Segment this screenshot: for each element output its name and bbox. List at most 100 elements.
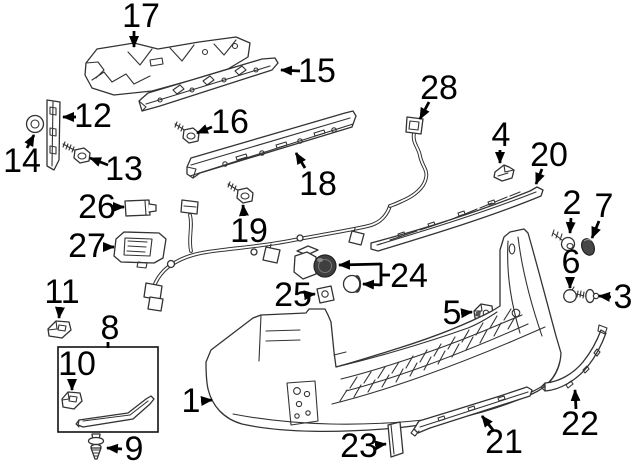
callout-26-label: 26 bbox=[78, 188, 116, 226]
callout-3-label: 3 bbox=[614, 278, 633, 316]
callout-26: 26 bbox=[78, 188, 125, 226]
harness-connector bbox=[348, 230, 365, 246]
callout-5-label: 5 bbox=[443, 294, 462, 332]
callout-4: 4 bbox=[492, 116, 511, 164]
part-17-energy-absorber bbox=[84, 36, 251, 96]
part-18-impact-bar bbox=[186, 110, 357, 179]
callout-10-label: 10 bbox=[58, 345, 96, 383]
callout-7-leader bbox=[590, 220, 601, 239]
callout-8-label: 8 bbox=[101, 309, 120, 347]
part-2-screw bbox=[551, 229, 576, 252]
part-16-bolt bbox=[174, 121, 200, 144]
callout-16: 16 bbox=[196, 103, 249, 141]
callout-24-leader bbox=[362, 279, 382, 290]
part-14-nut bbox=[25, 114, 45, 134]
callout-8: 8 bbox=[101, 309, 120, 348]
callout-7: 7 bbox=[590, 187, 614, 239]
callout-5-leader bbox=[460, 308, 473, 319]
callout-11-leader bbox=[55, 306, 65, 319]
callout-12-label: 12 bbox=[74, 97, 112, 135]
callout-17-label: 17 bbox=[122, 0, 160, 35]
callout-17: 17 bbox=[122, 0, 160, 48]
harness-connector bbox=[262, 246, 281, 264]
callout-24-leader bbox=[338, 259, 382, 270]
callout-19-label: 19 bbox=[230, 212, 268, 250]
callout-4-label: 4 bbox=[492, 116, 511, 154]
callout-27: 27 bbox=[68, 227, 115, 265]
callout-1: 1 bbox=[182, 382, 213, 420]
callout-13-leader bbox=[89, 156, 109, 167]
part-20-upper-molding bbox=[370, 186, 544, 252]
callout-2-leader bbox=[565, 217, 576, 234]
callout-23-label: 23 bbox=[340, 427, 378, 465]
callout-1-label: 1 bbox=[182, 382, 201, 420]
callout-11: 11 bbox=[44, 273, 80, 319]
callout-11-label: 11 bbox=[44, 273, 79, 311]
callout-19: 19 bbox=[230, 204, 268, 250]
part-24-object-sensors bbox=[293, 245, 362, 294]
callout-3-leader bbox=[598, 291, 612, 302]
part-10-clip bbox=[61, 391, 83, 410]
callout-9: 9 bbox=[106, 430, 144, 468]
part-8-bracket-strip bbox=[75, 395, 155, 428]
part-12-side-bracket bbox=[46, 99, 61, 171]
callout-7-label: 7 bbox=[595, 187, 614, 225]
part-27-bracket bbox=[113, 231, 167, 269]
callout-6: 6 bbox=[562, 243, 581, 289]
callout-22-label: 22 bbox=[561, 405, 599, 443]
callout-12: 12 bbox=[62, 97, 112, 135]
callout-21: 21 bbox=[480, 415, 523, 461]
part-4-clip bbox=[493, 164, 515, 182]
callout-5: 5 bbox=[443, 294, 473, 332]
callout-9-label: 9 bbox=[125, 430, 144, 468]
part-21-lower-molding bbox=[410, 386, 533, 437]
callout-14-leader bbox=[24, 134, 36, 149]
callout-15-label: 15 bbox=[298, 52, 336, 90]
callout-18-leader bbox=[294, 152, 307, 169]
callout-24: 24 bbox=[338, 257, 428, 295]
part-1-bumper-cover bbox=[205, 228, 562, 432]
callout-1-leader bbox=[200, 396, 213, 406]
callout-18-label: 18 bbox=[299, 165, 337, 203]
callout-16-leader bbox=[196, 124, 213, 135]
part-28-wire-harness bbox=[143, 116, 429, 312]
part-26-retainer bbox=[124, 199, 157, 217]
callout-25-label: 25 bbox=[274, 276, 312, 314]
callout-28-label: 28 bbox=[420, 69, 458, 107]
callout-20-label: 20 bbox=[530, 136, 568, 174]
part-23-pad bbox=[387, 421, 404, 458]
callout-21-leader bbox=[480, 415, 495, 431]
callout-6-label: 6 bbox=[562, 243, 581, 281]
callout-9-leader bbox=[106, 443, 123, 454]
harness-connector bbox=[405, 116, 424, 135]
callout-2-label: 2 bbox=[563, 184, 582, 222]
callout-21-label: 21 bbox=[485, 423, 523, 461]
callout-2: 2 bbox=[563, 184, 582, 234]
part-7-grommet bbox=[580, 238, 596, 256]
callout-15: 15 bbox=[280, 52, 336, 90]
callout-3: 3 bbox=[598, 278, 633, 316]
part-13-bolt bbox=[62, 141, 91, 164]
callout-16-label: 16 bbox=[211, 103, 249, 141]
part-3-screw bbox=[576, 288, 600, 304]
callout-19-leader bbox=[239, 204, 249, 217]
part-6-ring bbox=[563, 286, 577, 303]
callout-23: 23 bbox=[340, 427, 387, 465]
callout-14: 14 bbox=[3, 134, 41, 180]
callout-20: 20 bbox=[530, 136, 568, 185]
callout-18: 18 bbox=[294, 152, 337, 203]
part-15-upper-bar bbox=[138, 57, 279, 112]
part-22-corner-molding bbox=[540, 324, 608, 392]
callout-22: 22 bbox=[561, 389, 599, 443]
callout-10: 10 bbox=[58, 345, 96, 391]
callout-22-leader bbox=[570, 389, 581, 410]
part-9-screw bbox=[87, 433, 105, 460]
callout-14-label: 14 bbox=[3, 142, 41, 180]
callout-23-leader bbox=[374, 440, 387, 451]
callout-13-label: 13 bbox=[105, 150, 143, 188]
callout-25: 25 bbox=[274, 276, 316, 314]
callout-25-leader bbox=[303, 290, 316, 301]
